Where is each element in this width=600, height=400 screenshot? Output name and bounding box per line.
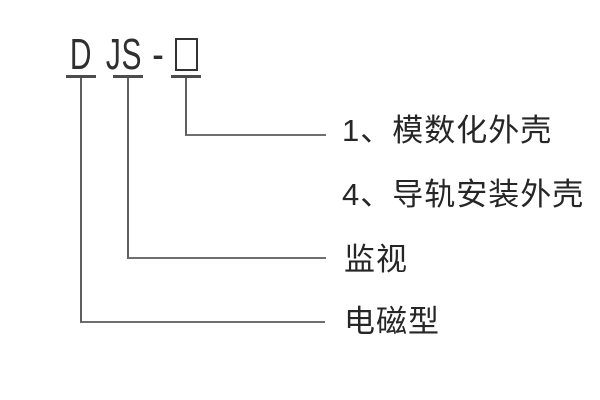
leader-line-placeholder-to-housing bbox=[185, 78, 326, 136]
tick-under-js bbox=[113, 75, 143, 78]
code-separator-hyphen: - bbox=[152, 30, 164, 79]
leader-line-js-to-monitoring bbox=[127, 78, 326, 259]
designation-label-electromagnetic-type: 电磁型 bbox=[344, 304, 440, 339]
tick-under-d bbox=[66, 75, 96, 78]
tick-under-placeholder bbox=[171, 75, 201, 78]
code-segment-js: JS bbox=[105, 30, 143, 79]
designation-label-modular-housing: 1、模数化外壳 bbox=[342, 113, 553, 148]
designation-label-rail-mount-housing: 4、导轨安装外壳 bbox=[342, 177, 585, 212]
code-segment-d: D bbox=[69, 30, 93, 79]
code-placeholder-box-icon bbox=[175, 38, 198, 71]
designation-label-monitoring: 监视 bbox=[344, 242, 408, 277]
leader-line-d-to-electromagnetic bbox=[80, 78, 325, 323]
